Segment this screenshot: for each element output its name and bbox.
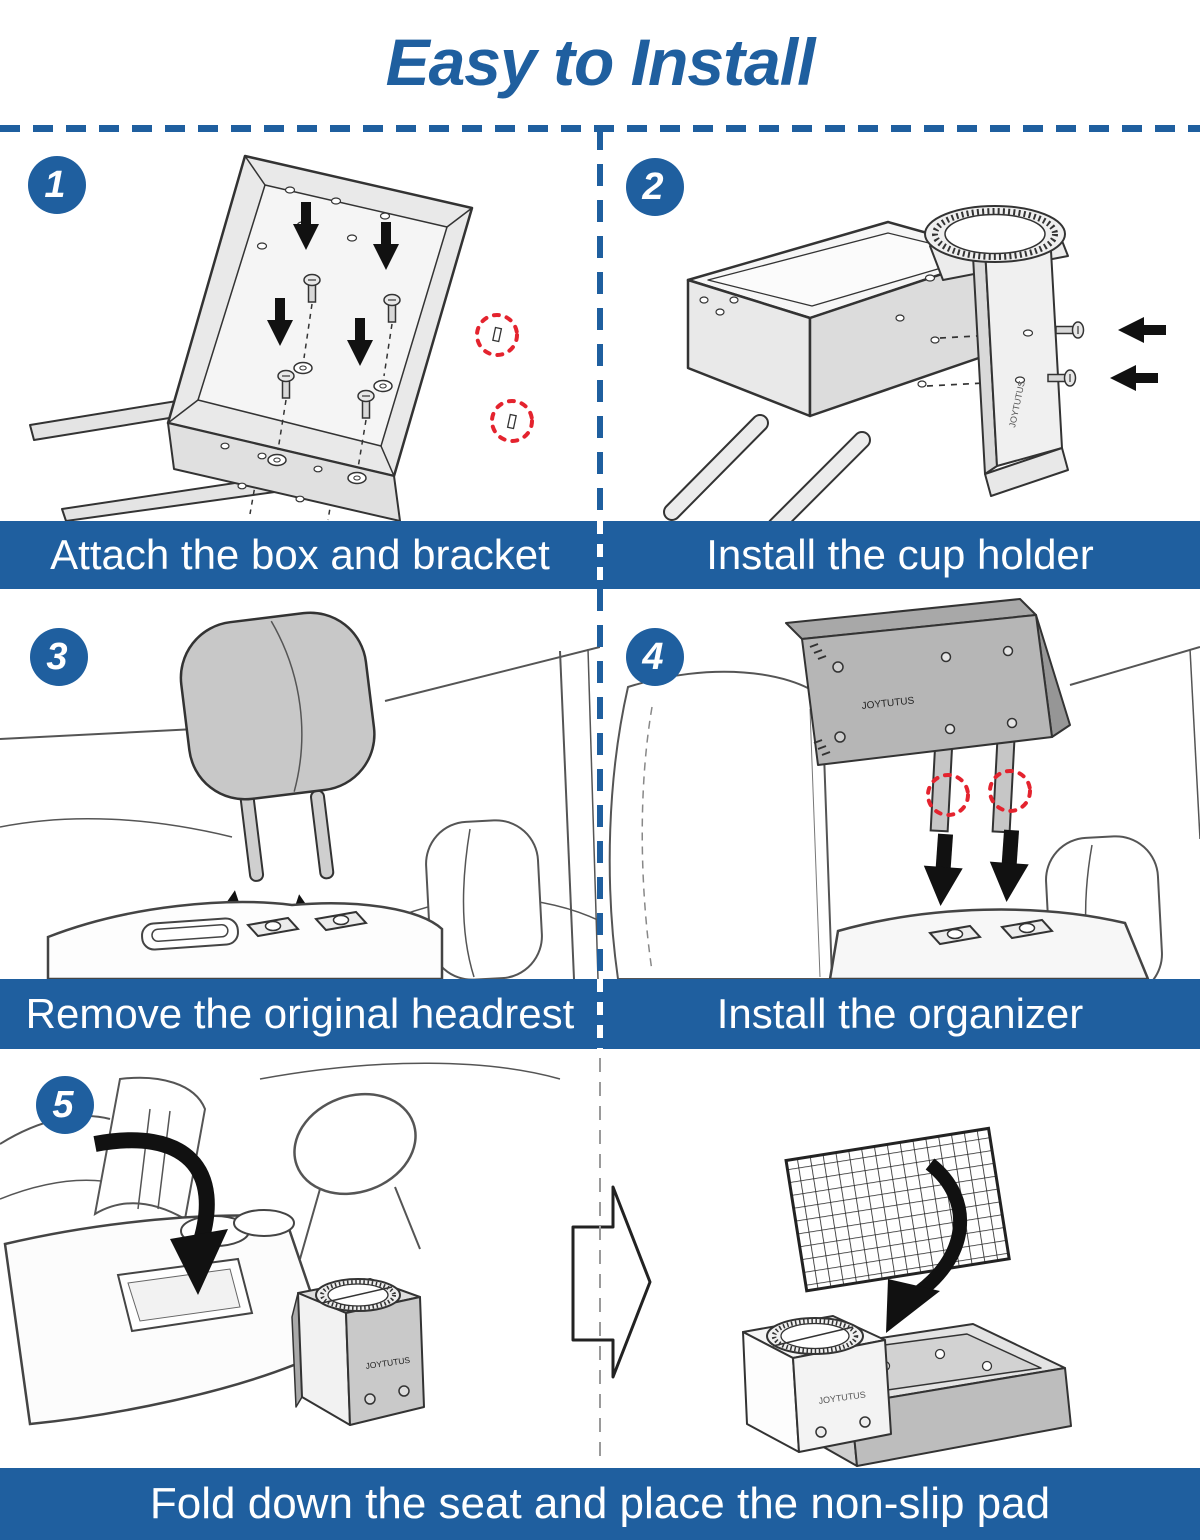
step-2-caption: Install the cup holder: [706, 531, 1094, 578]
step-2-illustration: JOYTUTUS: [663, 128, 1166, 521]
screw-assembly: [373, 222, 401, 393]
headrest-post: [239, 792, 265, 882]
step-4-badge: 4: [626, 628, 684, 686]
headrest-post: [310, 789, 335, 880]
headrest: [179, 611, 376, 882]
place-pad-curved-arrow-icon: [886, 1158, 968, 1333]
cup-holder-bracket: JOYTUTUS: [925, 206, 1069, 497]
step-1-caption: Attach the box and bracket: [50, 531, 550, 578]
organizer-box: JOYTUTUS: [291, 1278, 425, 1426]
hole-icon: [373, 379, 393, 393]
hole-icon: [347, 471, 367, 485]
seat-top: [828, 908, 1150, 979]
screw-icon: [1055, 321, 1085, 339]
fold-curved-arrow-icon: [93, 1132, 228, 1295]
cup-holder-unit: JOYTUTUS: [742, 1315, 892, 1453]
dashed-divider-vertical: [597, 128, 603, 521]
cup-holder-ring-icon: [925, 206, 1065, 262]
dashed-divider-vertical-gray: [599, 1058, 601, 1460]
cup-holder-ring-icon: [315, 1278, 401, 1312]
dashed-divider-vertical: [597, 979, 603, 1049]
down-arrow-icon: [921, 832, 966, 908]
step-3-caption: Remove the original headrest: [25, 990, 575, 1037]
hole-icon: [293, 361, 313, 375]
dashed-divider-vertical: [597, 589, 603, 979]
hole-icon: [267, 453, 287, 467]
screw-assembly: [267, 298, 295, 467]
caption-bar-row3: Fold down the seat and place the non-sli…: [0, 1468, 1200, 1540]
next-step-block-arrow-icon: [571, 1185, 652, 1379]
seat-top: [46, 900, 444, 979]
step-4-illustration: JOYTUTUS: [608, 598, 1200, 979]
left-arrow-icon: [1118, 317, 1166, 343]
step-4-caption: Install the organizer: [716, 990, 1084, 1037]
step-5-caption: Fold down the seat and place the non-sli…: [149, 1479, 1051, 1528]
step-5-illustration: JOYTUTUS: [0, 1062, 1072, 1467]
step-1-badge: 1: [28, 156, 86, 214]
steering-wheel-sketch: [293, 1092, 417, 1196]
page-title: Easy to Install: [385, 25, 816, 99]
dashed-divider-vertical: [597, 521, 603, 589]
step-1-illustration: [29, 154, 534, 521]
organizer-box: JOYTUTUS: [785, 598, 1071, 766]
non-slip-pad: [784, 1126, 1011, 1293]
screw-assembly: [347, 318, 375, 485]
step-5-badge: 5: [36, 1076, 94, 1134]
car-interior-sketch: [0, 646, 600, 979]
step-3-badge: 3: [30, 628, 88, 686]
step-3-illustration: [0, 611, 600, 979]
folded-seat-table: [3, 1209, 332, 1426]
storage-box: [166, 154, 474, 521]
storage-tray: JOYTUTUS: [742, 1315, 1072, 1467]
storage-box: [686, 220, 1004, 418]
left-arrow-icon: [1110, 365, 1158, 391]
bracket-rod: [663, 414, 871, 521]
cup-holder-ring-icon: [766, 1317, 864, 1355]
down-arrow-icon: [987, 828, 1032, 904]
step-2-badge: 2: [626, 158, 684, 216]
